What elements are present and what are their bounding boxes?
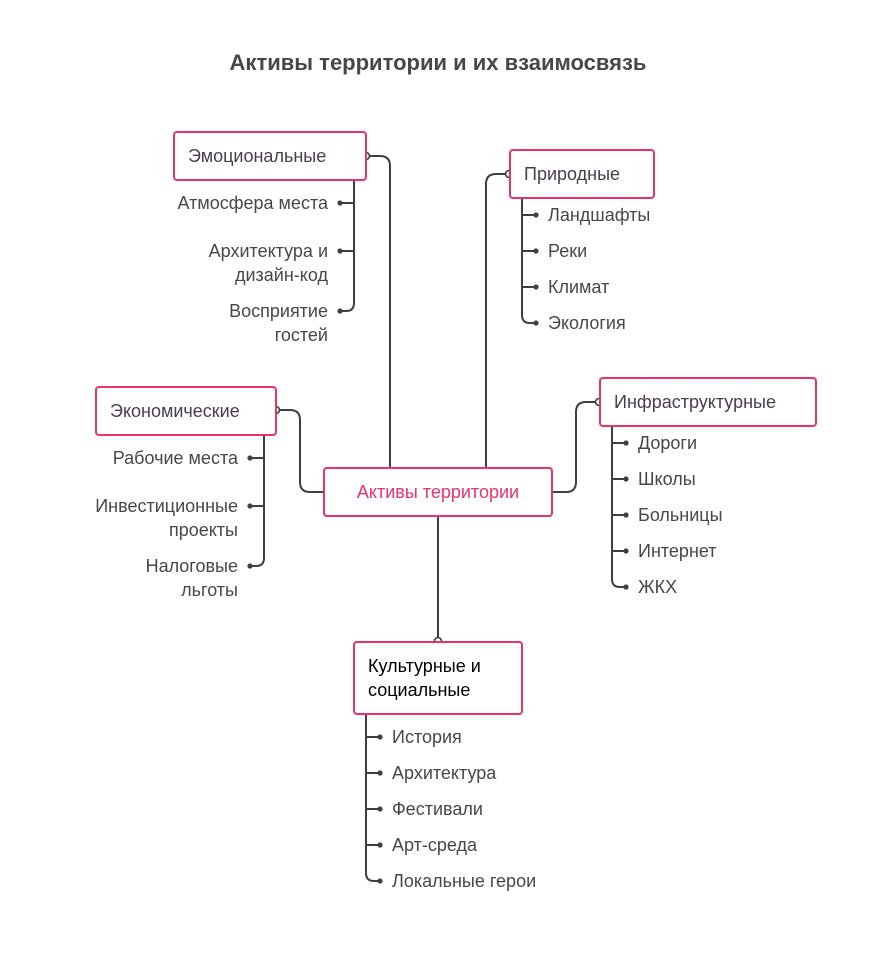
item-bullet bbox=[377, 806, 383, 812]
item-spine-economic bbox=[250, 436, 265, 567]
item-bullet bbox=[377, 734, 383, 740]
center-node-label: Активы территории bbox=[356, 482, 520, 502]
category-label: Природные bbox=[524, 164, 621, 184]
category-label: Инфраструктурные bbox=[614, 392, 776, 412]
center-node[interactable]: Активы территории bbox=[323, 467, 553, 517]
item-bullet bbox=[533, 284, 539, 290]
item-bullet bbox=[247, 563, 253, 569]
item-cultural: Фестивали bbox=[392, 799, 483, 819]
item-emotional: Архитектура и дизайн-код bbox=[208, 241, 328, 285]
item-bullet bbox=[623, 584, 629, 590]
category-infrastructure[interactable]: Инфраструктурные bbox=[599, 377, 817, 427]
item-spine-infrastructure bbox=[611, 427, 626, 588]
connector-natural bbox=[485, 173, 509, 467]
item-bullet bbox=[623, 548, 629, 554]
item-bullet bbox=[247, 455, 253, 461]
connector-infrastructure bbox=[553, 401, 599, 493]
item-bullet bbox=[623, 440, 629, 446]
item-bullet bbox=[337, 200, 343, 206]
item-cultural: Архитектура bbox=[392, 763, 497, 783]
item-bullet bbox=[337, 248, 343, 254]
item-cultural: Арт-среда bbox=[392, 835, 477, 855]
category-label: Культурные и социальные bbox=[368, 656, 481, 700]
item-spine-cultural bbox=[365, 715, 380, 882]
category-emotional[interactable]: Эмоциональные bbox=[173, 131, 367, 181]
item-natural: Экология bbox=[548, 313, 626, 333]
item-economic: Налоговые льготы bbox=[145, 556, 238, 600]
item-spine-emotional bbox=[340, 181, 355, 312]
item-bullet bbox=[337, 308, 343, 314]
item-natural: Реки bbox=[548, 241, 588, 261]
item-cultural: Локальные герои bbox=[392, 871, 537, 891]
item-emotional: Восприятие гостей bbox=[229, 301, 328, 345]
item-natural: Ландшафты bbox=[548, 205, 651, 225]
item-infrastructure: Больницы bbox=[638, 505, 723, 525]
diagram-title: Активы территории и их взаимосвязь bbox=[229, 50, 647, 75]
item-bullet bbox=[247, 503, 253, 509]
item-bullet bbox=[623, 476, 629, 482]
connector-emotional bbox=[366, 155, 391, 467]
category-cultural[interactable]: Культурные и социальные bbox=[353, 641, 523, 715]
connector-economic bbox=[276, 409, 323, 493]
item-bullet bbox=[533, 212, 539, 218]
item-emotional: Атмосфера места bbox=[177, 193, 328, 213]
item-bullet bbox=[533, 320, 539, 326]
item-natural: Климат bbox=[548, 277, 610, 297]
category-label: Экономические bbox=[110, 401, 240, 421]
item-infrastructure: Дороги bbox=[638, 433, 698, 453]
item-cultural: История bbox=[392, 727, 462, 747]
item-economic: Рабочие места bbox=[112, 448, 238, 468]
item-spine-natural bbox=[521, 199, 536, 324]
category-natural[interactable]: Природные bbox=[509, 149, 655, 199]
item-infrastructure: ЖКХ bbox=[638, 577, 678, 597]
category-economic[interactable]: Экономические bbox=[95, 386, 277, 436]
item-infrastructure: Интернет bbox=[638, 541, 717, 561]
item-economic: Инвестиционные проекты bbox=[95, 496, 238, 540]
item-bullet bbox=[377, 842, 383, 848]
item-bullet bbox=[623, 512, 629, 518]
item-bullet bbox=[377, 878, 383, 884]
category-label: Эмоциональные bbox=[188, 146, 327, 166]
item-bullet bbox=[533, 248, 539, 254]
item-infrastructure: Школы bbox=[638, 469, 696, 489]
item-bullet bbox=[377, 770, 383, 776]
